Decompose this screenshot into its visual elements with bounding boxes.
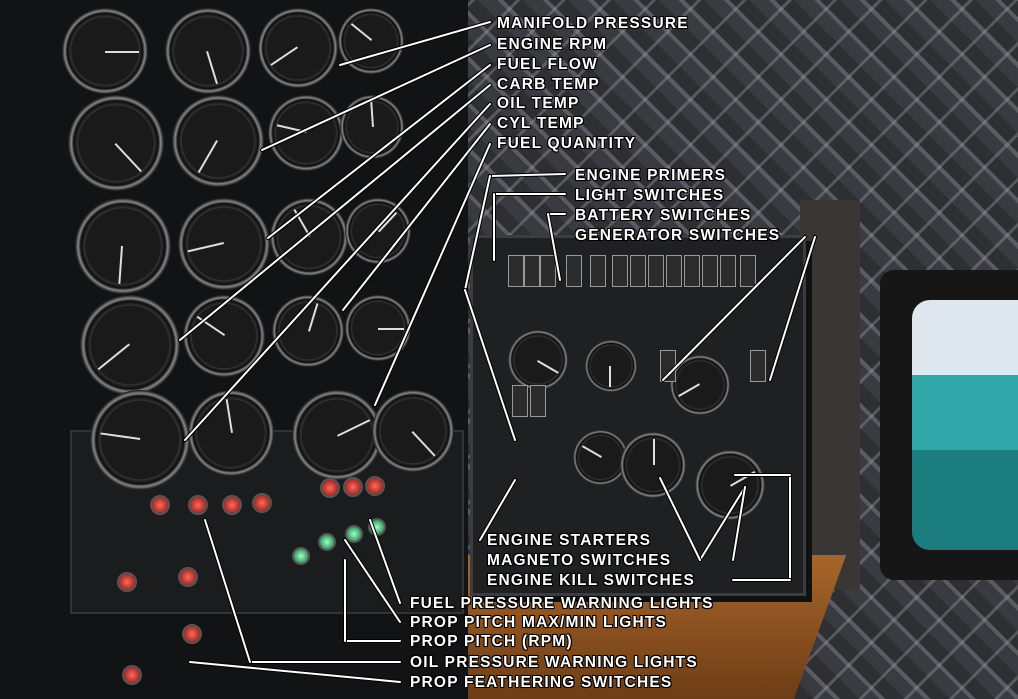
label-manifold-pressure: MANIFOLD PRESSURE — [497, 15, 689, 32]
label-generator-switches: GENERATOR SWITCHES — [575, 227, 781, 244]
toggle-switch — [530, 385, 546, 417]
toggle-switch — [612, 255, 628, 287]
engine-gauge — [183, 295, 265, 377]
callout-line — [344, 539, 401, 623]
label-oil-pressure-warning-lights: OIL PRESSURE WARNING LIGHTS — [410, 654, 698, 671]
toggle-switch — [512, 385, 528, 417]
warning-light — [188, 495, 208, 515]
callout-line — [374, 143, 491, 406]
toggle-switch — [702, 255, 718, 287]
callout-line — [662, 236, 806, 381]
toggle-switch — [524, 255, 540, 287]
label-light-switches: LIGHT SWITCHES — [575, 187, 725, 204]
label-engine-primers: ENGINE PRIMERS — [575, 167, 727, 184]
callout-line — [489, 173, 566, 177]
label-prop-pitch-rpm: PROP PITCH (RPM) — [410, 633, 573, 650]
engine-gauge — [258, 8, 338, 88]
warning-light — [122, 665, 142, 685]
engine-gauge — [75, 198, 171, 294]
warning-light — [343, 477, 363, 497]
callout-line — [184, 103, 491, 441]
label-magneto-switches: MAGNETO SWITCHES — [487, 552, 672, 569]
toggle-switch — [508, 255, 524, 287]
callout-line — [339, 21, 491, 66]
switch-panel-gauge — [508, 330, 568, 390]
callout-line — [464, 289, 516, 441]
label-prop-feathering-switches: PROP FEATHERING SWITCHES — [410, 674, 673, 691]
callout-line — [769, 236, 816, 381]
toggle-switch — [740, 255, 756, 287]
label-engine-rpm: ENGINE RPM — [497, 36, 608, 53]
switch-panel-gauge — [585, 340, 637, 392]
label-fuel-quantity: FUEL QUANTITY — [497, 135, 637, 152]
label-carb-temp: CARB TEMP — [497, 76, 600, 93]
toggle-switch — [540, 255, 556, 287]
toggle-switch — [630, 255, 646, 287]
engine-gauge — [178, 198, 270, 290]
toggle-switch — [566, 255, 582, 287]
toggle-switch — [684, 255, 700, 287]
prop-pitch-light — [292, 547, 310, 565]
prop-pitch-light — [318, 533, 336, 551]
engine-gauge — [90, 390, 190, 490]
label-fuel-flow: FUEL FLOW — [497, 56, 598, 73]
warning-light — [222, 495, 242, 515]
callout-line — [267, 64, 491, 239]
label-cyl-temp: CYL TEMP — [497, 115, 585, 132]
callout-line — [659, 477, 701, 561]
engine-gauge — [268, 95, 344, 171]
callout-line — [547, 213, 561, 281]
warning-light — [150, 495, 170, 515]
label-battery-switches: BATTERY SWITCHES — [575, 207, 752, 224]
callout-line — [369, 519, 401, 604]
toggle-switch — [750, 350, 766, 382]
callout-line — [732, 486, 746, 561]
label-prop-pitch-max-min-lights: PROP PITCH MAX/MIN LIGHTS — [410, 614, 668, 631]
panel-side — [800, 200, 860, 590]
toggle-switch — [590, 255, 606, 287]
engine-gauge — [62, 8, 148, 94]
engine-gauge — [165, 8, 251, 94]
toggle-switch — [720, 255, 736, 287]
engine-gauge — [292, 390, 382, 480]
warning-light — [365, 476, 385, 496]
engine-gauge — [80, 295, 180, 395]
engine-gauge — [372, 390, 454, 472]
callout-line — [261, 44, 491, 151]
callout-line — [464, 175, 491, 291]
callout-line — [479, 479, 516, 541]
callout-line — [189, 661, 401, 683]
label-engine-starters: ENGINE STARTERS — [487, 532, 652, 549]
engine-gauge — [188, 390, 274, 476]
switch-panel-gauge — [573, 430, 628, 485]
warning-light — [320, 478, 340, 498]
warning-light — [182, 624, 202, 644]
callout-line — [342, 123, 491, 311]
switch-panel-gauge — [620, 432, 686, 498]
engine-gauge — [340, 95, 404, 159]
callout-line — [204, 519, 251, 663]
engine-gauge — [68, 95, 164, 191]
toggle-switch — [648, 255, 664, 287]
warning-light — [117, 572, 137, 592]
prop-pitch-light — [345, 525, 363, 543]
label-oil-temp: OIL TEMP — [497, 95, 580, 112]
warning-light — [178, 567, 198, 587]
callout-line — [699, 486, 746, 561]
cockpit-window — [912, 300, 1018, 550]
toggle-switch — [666, 255, 682, 287]
warning-light — [252, 493, 272, 513]
label-engine-kill-switches: ENGINE KILL SWITCHES — [487, 572, 696, 589]
callout-line — [179, 84, 491, 341]
label-fuel-pressure-warning-lights: FUEL PRESSURE WARNING LIGHTS — [410, 595, 714, 612]
engine-gauge — [172, 95, 264, 187]
